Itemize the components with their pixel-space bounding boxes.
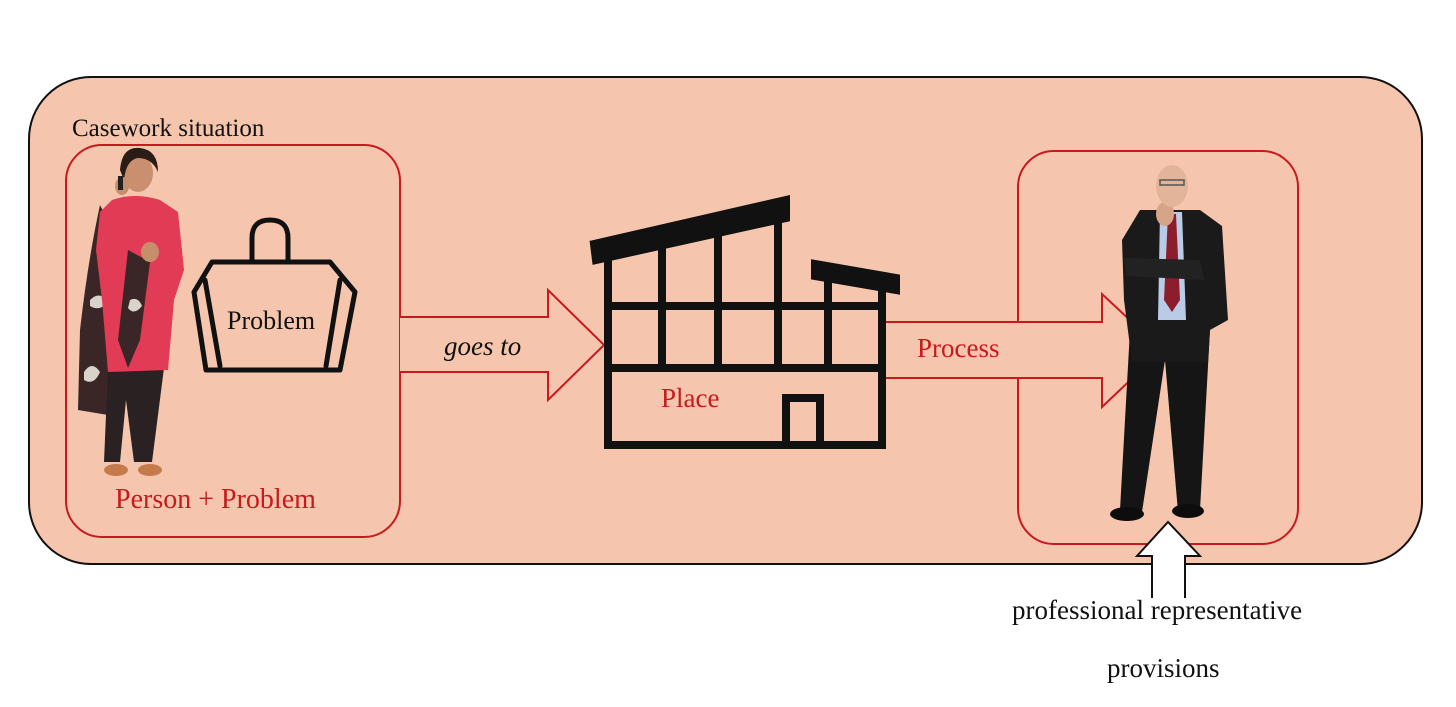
place-label: Place — [661, 383, 720, 413]
process-label: Process — [917, 333, 1000, 363]
provisions-label: provisions — [1107, 653, 1220, 683]
woman-on-phone-figure — [78, 147, 184, 476]
handbag-icon — [191, 217, 358, 373]
professional-representative-label: professional representative — [1012, 595, 1303, 625]
building-icon — [589, 194, 900, 449]
casework-panel — [28, 76, 1423, 565]
bag-problem-label: Problem — [227, 306, 316, 335]
casework-situation-label: Casework situation — [72, 115, 265, 142]
provisions-up-arrow — [1134, 520, 1203, 598]
man-in-suit-figure — [1110, 165, 1228, 521]
goes-to-label: goes to — [444, 331, 522, 361]
person-problem-label: Person + Problem — [115, 484, 316, 515]
